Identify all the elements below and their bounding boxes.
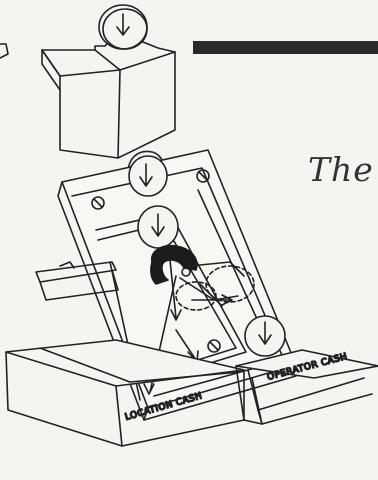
coin-lower-icon [245,316,285,356]
coin-upper-icon [129,156,167,196]
title-bar [193,41,378,54]
coin-hopper [42,38,175,158]
edge-fragment [0,44,8,58]
partial-title: The [308,150,374,189]
coin-middle-icon [138,206,178,248]
coin-top-icon [99,5,147,49]
